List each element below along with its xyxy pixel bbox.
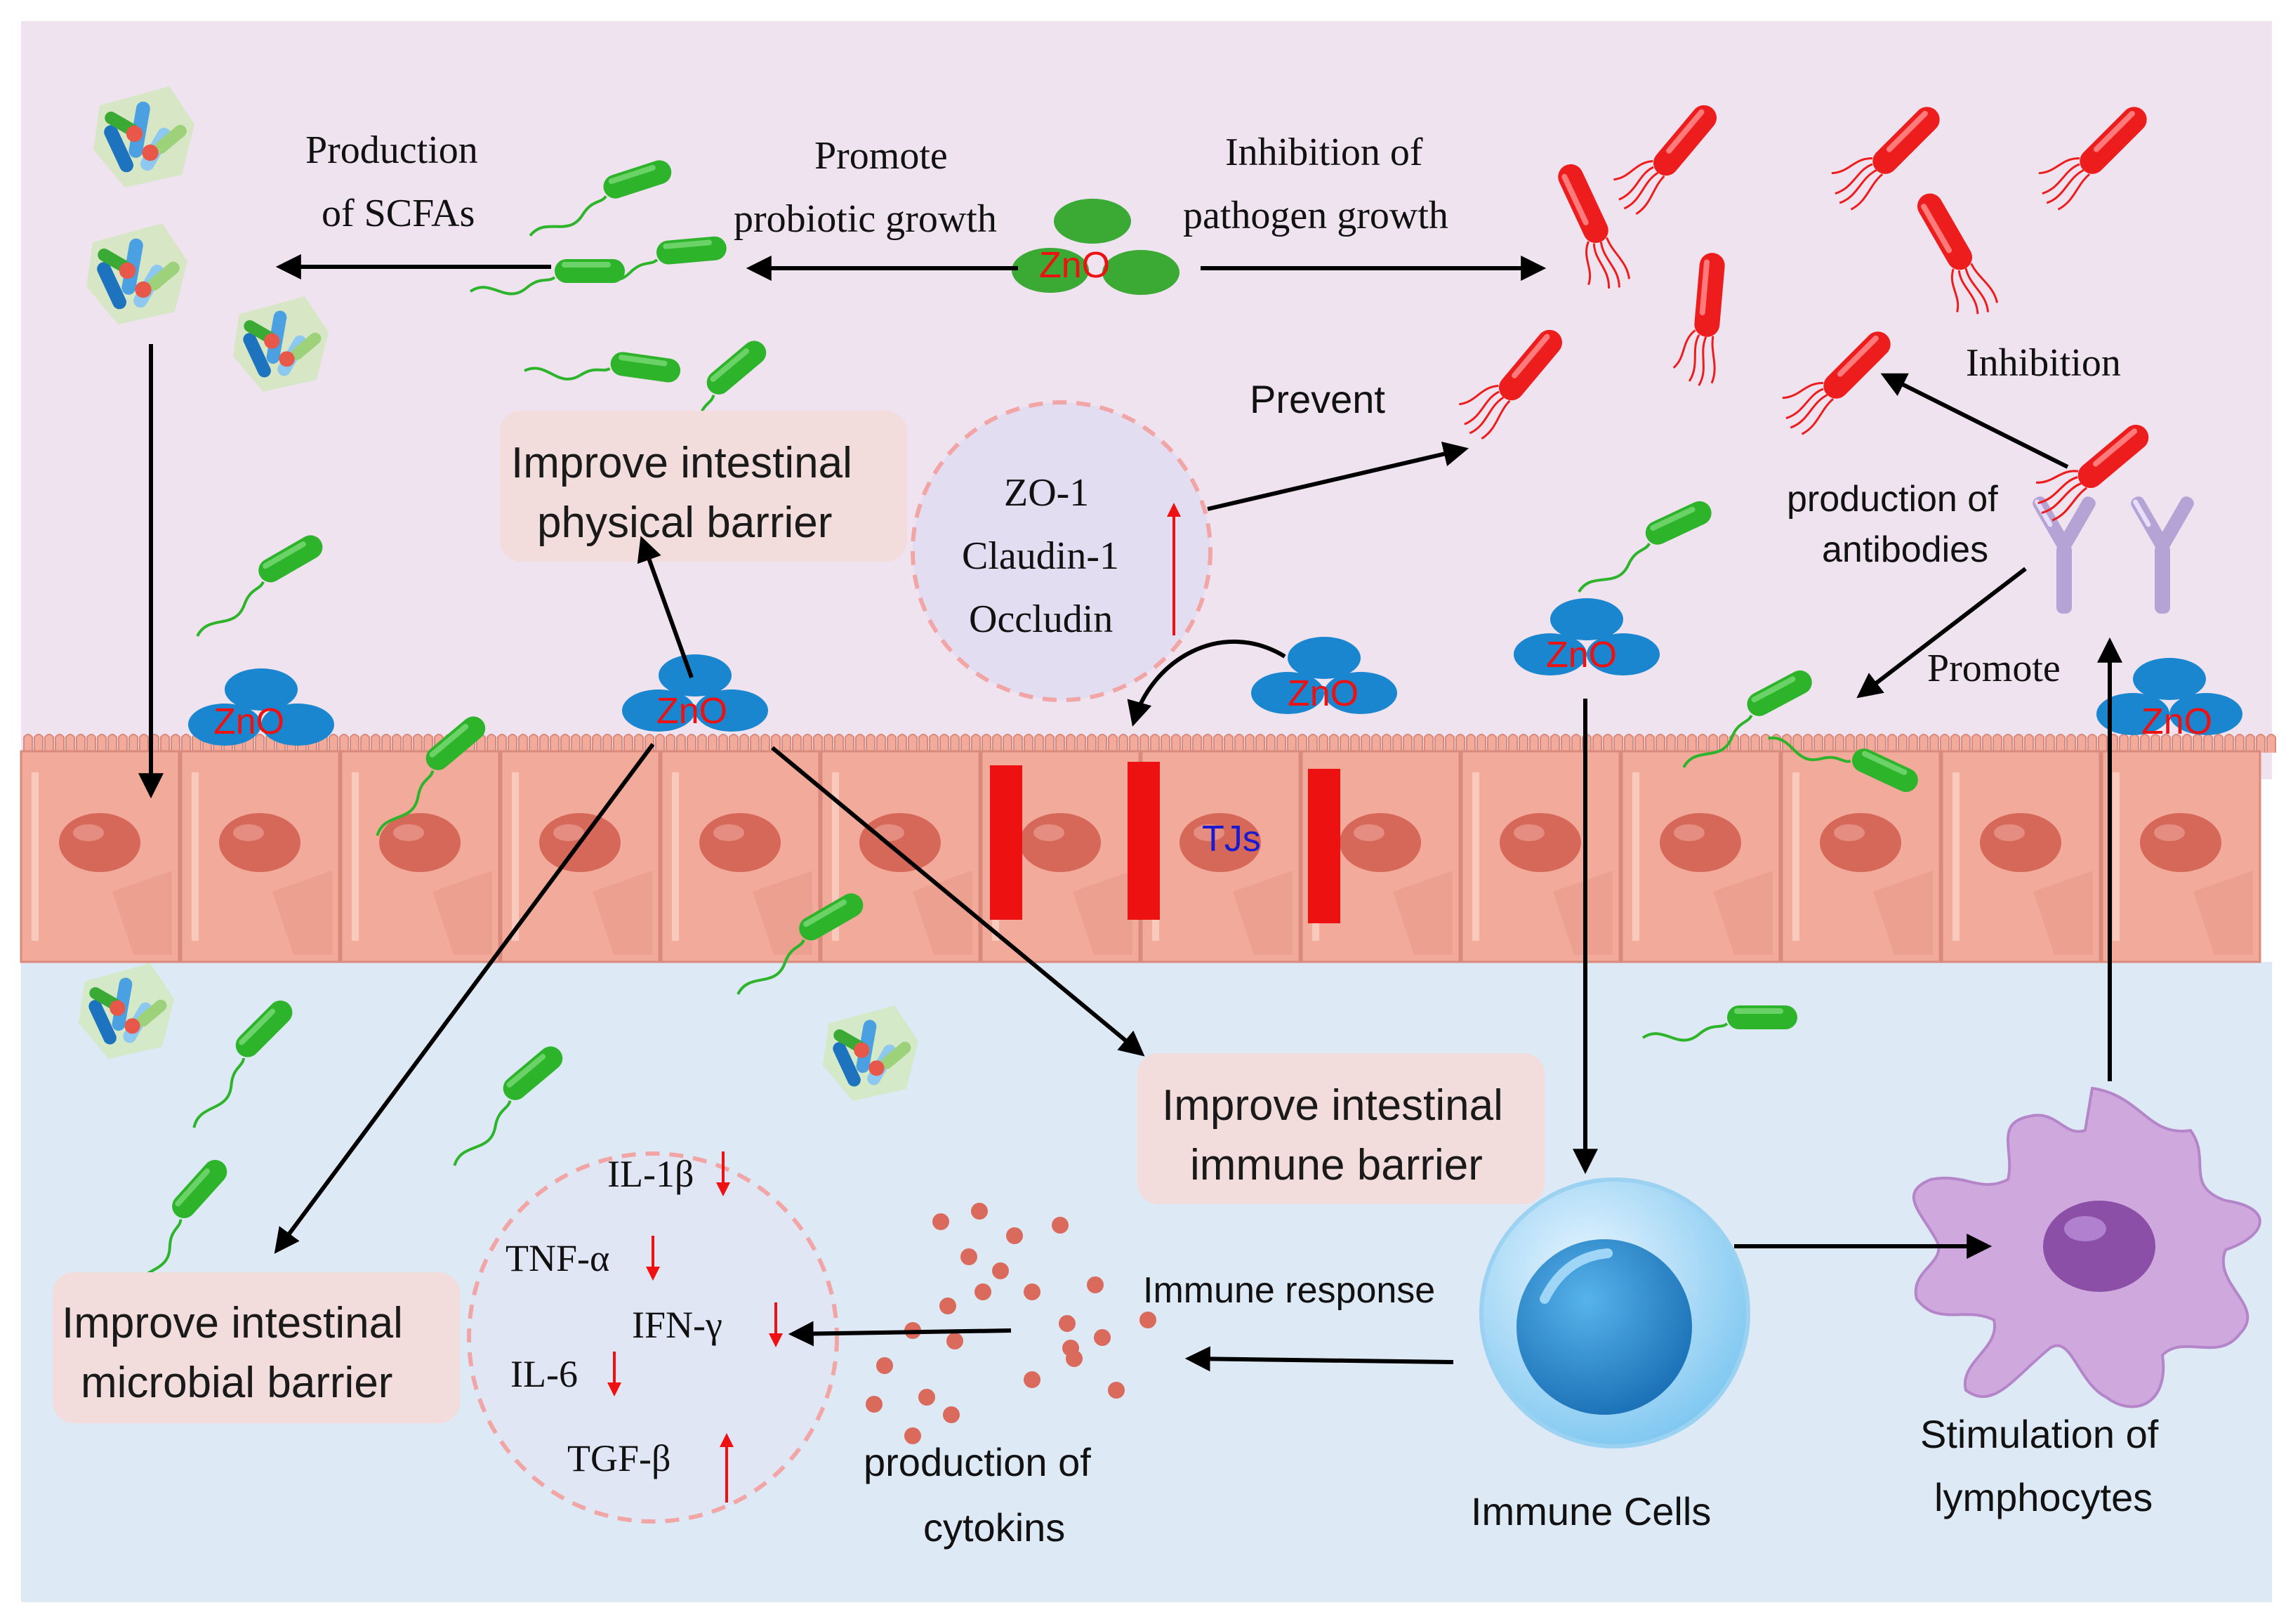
inhibition-pathogen-label-1: Inhibition of — [1225, 131, 1423, 174]
tjs-label: TJs — [1202, 819, 1261, 859]
stimulation-label-1: Stimulation of — [1920, 1412, 2159, 1456]
svg-text:Improve intestinal: Improve intestinal — [62, 1299, 403, 1347]
production-antibodies-label-1: production of — [1787, 479, 1998, 520]
annotation-labels: Production of SCFAs Promote probiotic gr… — [305, 128, 2159, 1550]
production-scfas-label-2: of SCFAs — [322, 192, 475, 235]
zo1-label: ZO-1 — [1004, 471, 1089, 515]
svg-text:physical barrier: physical barrier — [537, 499, 832, 547]
production-cytokins-label-2: cytokins — [923, 1505, 1065, 1550]
immune-cells-label: Immune Cells — [1471, 1489, 1711, 1533]
tj-protein-panel: ZO-1 Claudin-1 Occludin — [911, 400, 1212, 702]
immune-barrier-box: Improve intestinal immune barrier — [1137, 1053, 1545, 1204]
svg-text:microbial barrier: microbial barrier — [81, 1359, 392, 1407]
inhibition-pathogen-label-2: pathogen growth — [1183, 194, 1448, 237]
il6-label: IL-6 — [510, 1353, 578, 1395]
zno-label-top: ZnO — [1039, 245, 1110, 286]
cytokine-panel: IL-1β TNF-α IFN-γ IL-6 TGF-β — [467, 1151, 839, 1524]
ifng-label: IFN-γ — [632, 1304, 722, 1346]
zno-label: ZnO — [1546, 635, 1617, 675]
tgfb-label: TGF-β — [567, 1437, 670, 1479]
claudin1-label: Claudin-1 — [962, 534, 1119, 578]
tight-junctions: TJs — [990, 762, 1340, 923]
zno-blue-particles: ZnO ZnO ZnO ZnO ZnO — [188, 598, 2242, 746]
svg-text:Improve intestinal: Improve intestinal — [511, 439, 852, 487]
stimulation-label-2: lymphocytes — [1934, 1475, 2153, 1519]
production-scfas-label-1: Production — [305, 128, 478, 172]
promote-probiotic-label-1: Promote — [814, 134, 948, 178]
inhibition-label: Inhibition — [1966, 341, 2121, 385]
svg-text:immune barrier: immune barrier — [1190, 1141, 1483, 1189]
production-cytokins-label-1: production of — [864, 1440, 1091, 1484]
microbial-barrier-box: Improve intestinal microbial barrier — [53, 1272, 460, 1423]
immune-cell — [1479, 1177, 1750, 1448]
zno-green-particle: ZnO — [1012, 199, 1179, 295]
zno-label: ZnO — [656, 691, 727, 732]
zno-label: ZnO — [213, 701, 284, 742]
il1b-label: IL-1β — [607, 1153, 694, 1195]
physical-barrier-box: Improve intestinal physical barrier — [500, 411, 907, 562]
prevent-label: Prevent — [1250, 377, 1385, 421]
tnfa-label: TNF-α — [505, 1237, 609, 1279]
zno-label: ZnO — [1288, 673, 1359, 714]
arrows — [138, 254, 2122, 1372]
production-antibodies-label-2: antibodies — [1822, 529, 1988, 570]
immune-response-label: Immune response — [1143, 1270, 1435, 1311]
occludin-label: Occludin — [969, 598, 1113, 641]
lymphocyte — [1912, 1086, 2261, 1408]
svg-text:Improve intestinal: Improve intestinal — [1162, 1081, 1503, 1130]
promote-label: Promote — [1927, 647, 2061, 690]
promote-probiotic-label-2: probiotic growth — [734, 197, 997, 241]
zno-label: ZnO — [2141, 701, 2212, 742]
